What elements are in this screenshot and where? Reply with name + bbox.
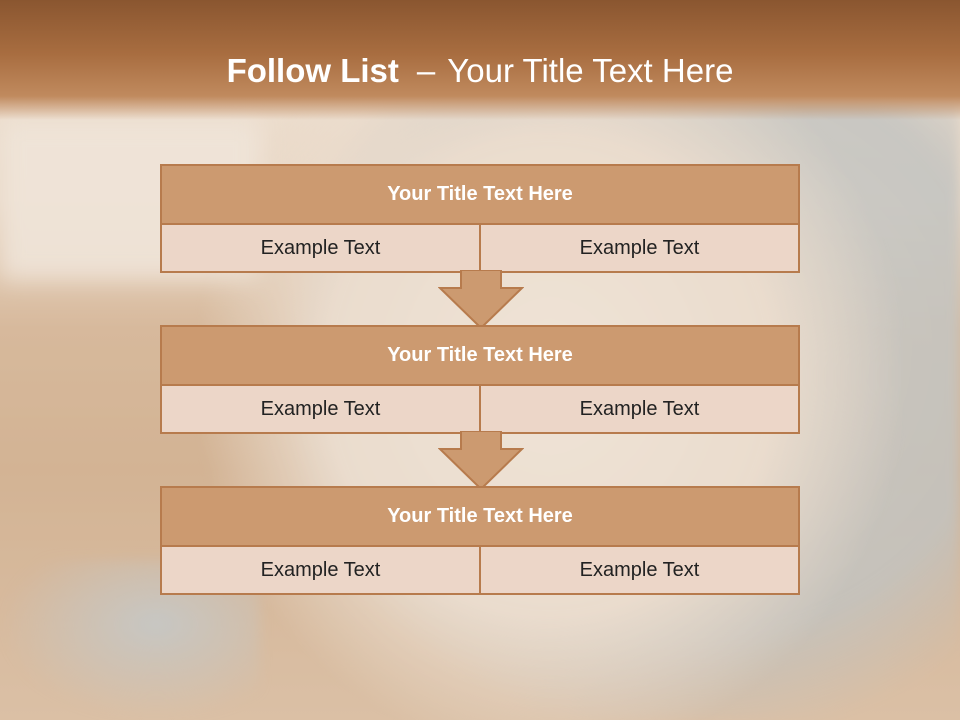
step-right-text: Example Text: [479, 225, 798, 271]
step-title: Your Title Text Here: [162, 488, 798, 547]
step-box-1: Your Title Text Here Example Text Exampl…: [160, 164, 800, 273]
slide-title-rest: Your Title Text Here: [447, 52, 734, 89]
step-left-text: Example Text: [162, 225, 479, 271]
step-left-text: Example Text: [162, 386, 479, 432]
slide-title-bold: Follow List: [226, 52, 399, 89]
down-arrow-icon: [438, 431, 524, 491]
slide-title: Follow List–Your Title Text Here: [0, 52, 960, 90]
step-title: Your Title Text Here: [162, 166, 798, 225]
step-box-3: Your Title Text Here Example Text Exampl…: [160, 486, 800, 595]
step-right-text: Example Text: [479, 386, 798, 432]
down-arrow-icon: [438, 270, 524, 330]
step-title: Your Title Text Here: [162, 327, 798, 386]
header-band: Follow List–Your Title Text Here: [0, 0, 960, 120]
step-right-text: Example Text: [479, 547, 798, 593]
slide-title-dash: –: [416, 52, 436, 89]
step-box-2: Your Title Text Here Example Text Exampl…: [160, 325, 800, 434]
step-left-text: Example Text: [162, 547, 479, 593]
